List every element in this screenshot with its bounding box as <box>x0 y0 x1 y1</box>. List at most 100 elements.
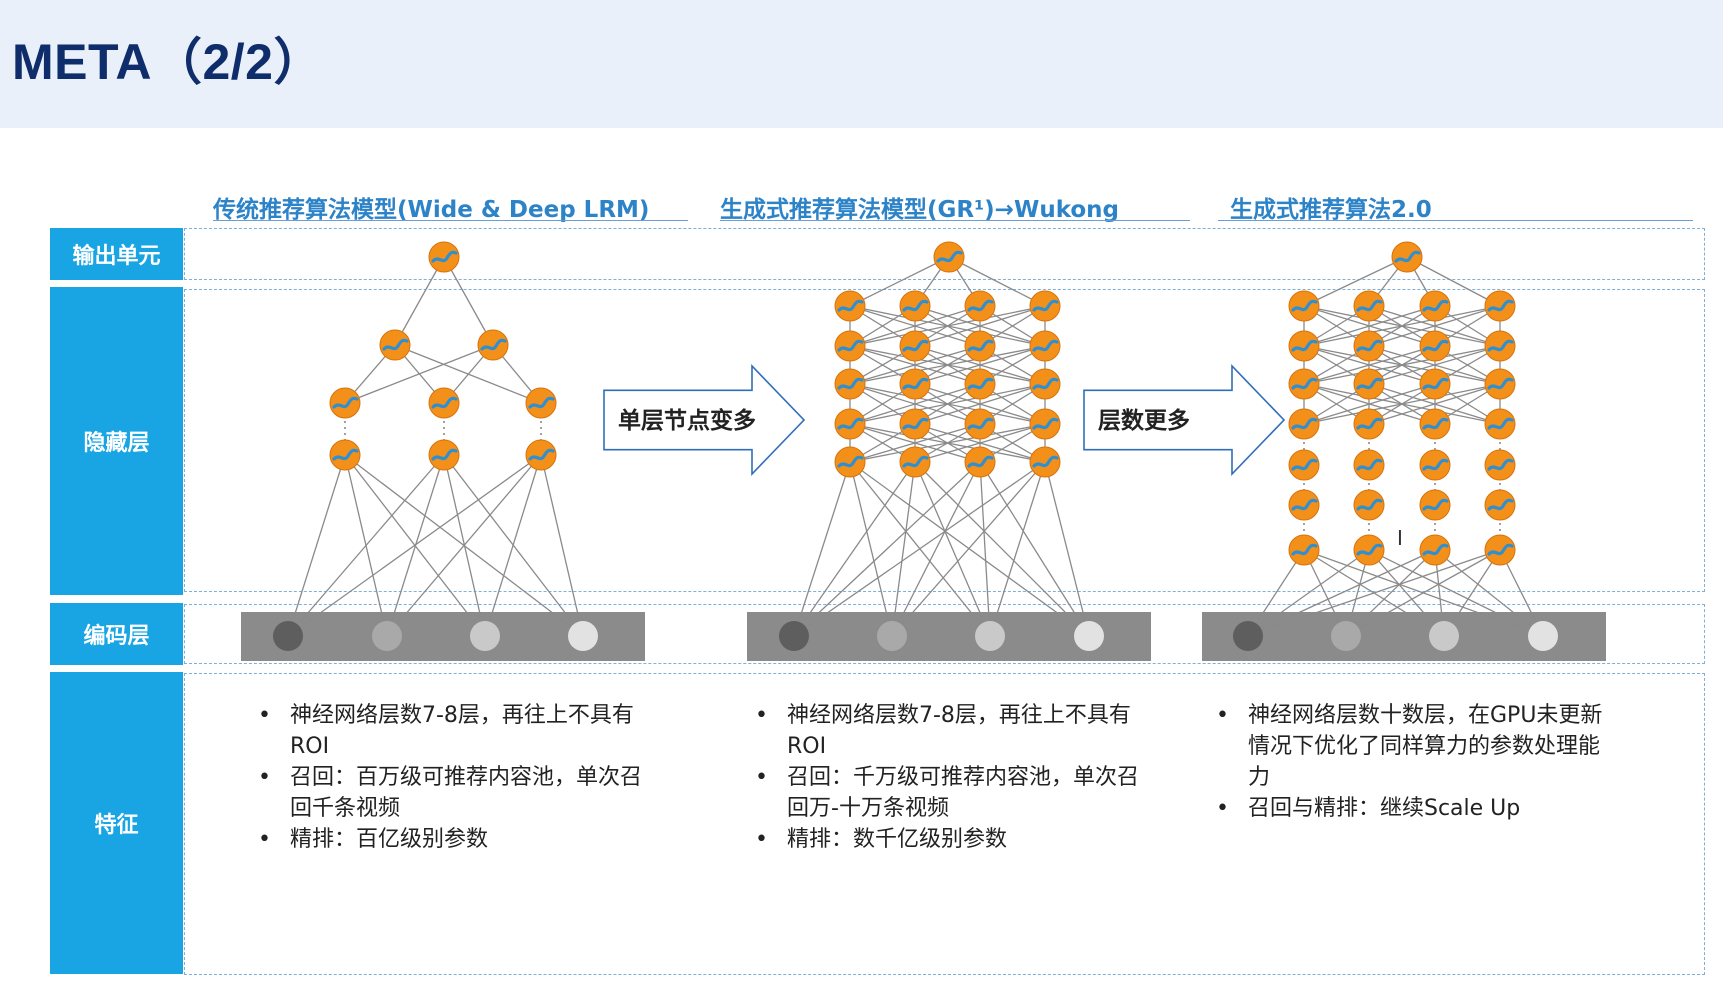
neuron-wave <box>1487 299 1514 312</box>
neuron-node-icon <box>1288 290 1320 322</box>
connection-line <box>849 383 981 425</box>
connection-line <box>1044 461 1090 637</box>
neuron-wave <box>967 377 994 390</box>
connection-line <box>1345 549 1436 637</box>
neuron-wave <box>332 448 359 461</box>
neuron-wave <box>1487 543 1514 556</box>
neuron-wave <box>528 448 555 461</box>
neuron-node-icon <box>379 329 411 361</box>
connection-line <box>891 461 916 637</box>
arrow-right-icon <box>603 364 806 476</box>
neuron-node-icon <box>1419 368 1451 400</box>
neuron-node-icon <box>428 387 460 419</box>
neuron-wave <box>1487 339 1514 352</box>
arrow-right-icon <box>1083 364 1286 476</box>
neuron-node-icon <box>1353 534 1385 566</box>
connection-line <box>484 454 542 637</box>
neuron-wave <box>1422 458 1449 471</box>
connection-line <box>287 454 542 637</box>
neuron-wave <box>902 417 929 430</box>
neuron-wave <box>837 339 864 352</box>
neuron-wave <box>902 455 929 468</box>
neuron-node-icon <box>428 241 460 273</box>
neuron-node-icon <box>1484 408 1516 440</box>
neuron-wave <box>1356 458 1383 471</box>
neuron-node-icon <box>1484 534 1516 566</box>
neuron-wave <box>837 417 864 430</box>
neuron-wave <box>382 338 409 351</box>
neuron-node-icon <box>1419 408 1451 440</box>
connection-line <box>914 461 1090 637</box>
connection-line <box>989 461 1046 637</box>
column-heading-underline <box>720 220 1190 221</box>
arrow-label-deeper: 层数更多 <box>1098 407 1190 434</box>
connection-line <box>1368 549 1544 637</box>
connection-line <box>1499 549 1544 637</box>
embedding-node <box>1074 621 1104 651</box>
neuron-node-icon <box>1484 489 1516 521</box>
neuron-node-icon <box>834 330 866 362</box>
embedding-node <box>975 621 1005 651</box>
connection-line <box>1368 383 1501 425</box>
connection-line <box>914 345 1046 385</box>
list-item: 精排：数千亿级别参数 <box>755 824 1155 855</box>
neuron-node-icon <box>1288 489 1320 521</box>
neuron-node-icon <box>834 368 866 400</box>
connection-line <box>1247 549 1436 637</box>
neuron-node-icon <box>1288 449 1320 481</box>
neuron-wave <box>902 377 929 390</box>
connection-line <box>1303 383 1501 425</box>
row-frame-features <box>184 673 1705 975</box>
neuron-wave <box>967 339 994 352</box>
column-heading-generative: 生成式推荐算法模型(GR¹)→Wukong <box>720 197 1120 223</box>
connection-line <box>386 454 542 637</box>
connection-line <box>394 256 445 346</box>
connection-line <box>793 461 916 637</box>
feature-list-generative: 神经网络层数7-8层，再往上不具有ROI 召回：千万级可推荐内容池，单次召回万-… <box>755 700 1155 855</box>
embedding-node <box>779 621 809 651</box>
neuron-node-icon <box>1419 330 1451 362</box>
row-frame-hidden <box>184 289 1705 592</box>
neuron-node-icon <box>964 408 996 440</box>
neuron-node-icon <box>1288 368 1320 400</box>
neuron-node-icon <box>525 387 557 419</box>
connection-line <box>1303 549 1347 637</box>
neuron-node-icon <box>1419 290 1451 322</box>
list-item: 神经网络层数7-8层，再往上不具有ROI <box>258 700 658 762</box>
neuron-node-icon <box>899 330 931 362</box>
neuron-node-icon <box>1419 489 1451 521</box>
neuron-node-icon <box>329 439 361 471</box>
neuron-wave <box>1291 339 1318 352</box>
connection-line <box>979 461 1090 637</box>
neuron-wave <box>1291 498 1318 511</box>
connection-line <box>914 461 991 637</box>
neuron-node-icon <box>964 290 996 322</box>
neuron-node-icon <box>1419 449 1451 481</box>
row-frame-output <box>184 228 1705 280</box>
neuron-wave <box>528 396 555 409</box>
connection-line <box>443 256 494 346</box>
connection-line <box>1368 549 1445 637</box>
feature-list-traditional: 神经网络层数7-8层，再往上不具有ROI 召回：百万级可推荐内容池，单次召回千条… <box>258 700 658 855</box>
neuron-wave <box>1032 455 1059 468</box>
neuron-wave <box>1356 417 1383 430</box>
connection-line <box>849 345 1046 385</box>
connection-line <box>793 461 981 637</box>
neuron-node-icon <box>329 387 361 419</box>
neuron-wave <box>1032 299 1059 312</box>
connection-line <box>540 454 584 637</box>
connection-line <box>1434 549 1544 637</box>
connection-line <box>914 383 1046 425</box>
connection-line <box>849 423 1046 463</box>
neuron-wave <box>1422 543 1449 556</box>
embedding-node <box>568 621 598 651</box>
column-heading-traditional: 传统推荐算法模型(Wide & Deep LRM) <box>213 197 650 223</box>
connection-line <box>1368 305 1501 347</box>
neuron-node-icon <box>834 290 866 322</box>
neuron-node-icon <box>1353 290 1385 322</box>
neuron-wave <box>1487 458 1514 471</box>
feature-list-generative-2: 神经网络层数十数层，在GPU未更新情况下优化了同样算力的参数处理能力 召回与精排… <box>1216 700 1616 824</box>
row-label-hidden: 隐藏层 <box>50 287 183 595</box>
connection-line <box>849 305 981 347</box>
neuron-wave <box>1422 498 1449 511</box>
